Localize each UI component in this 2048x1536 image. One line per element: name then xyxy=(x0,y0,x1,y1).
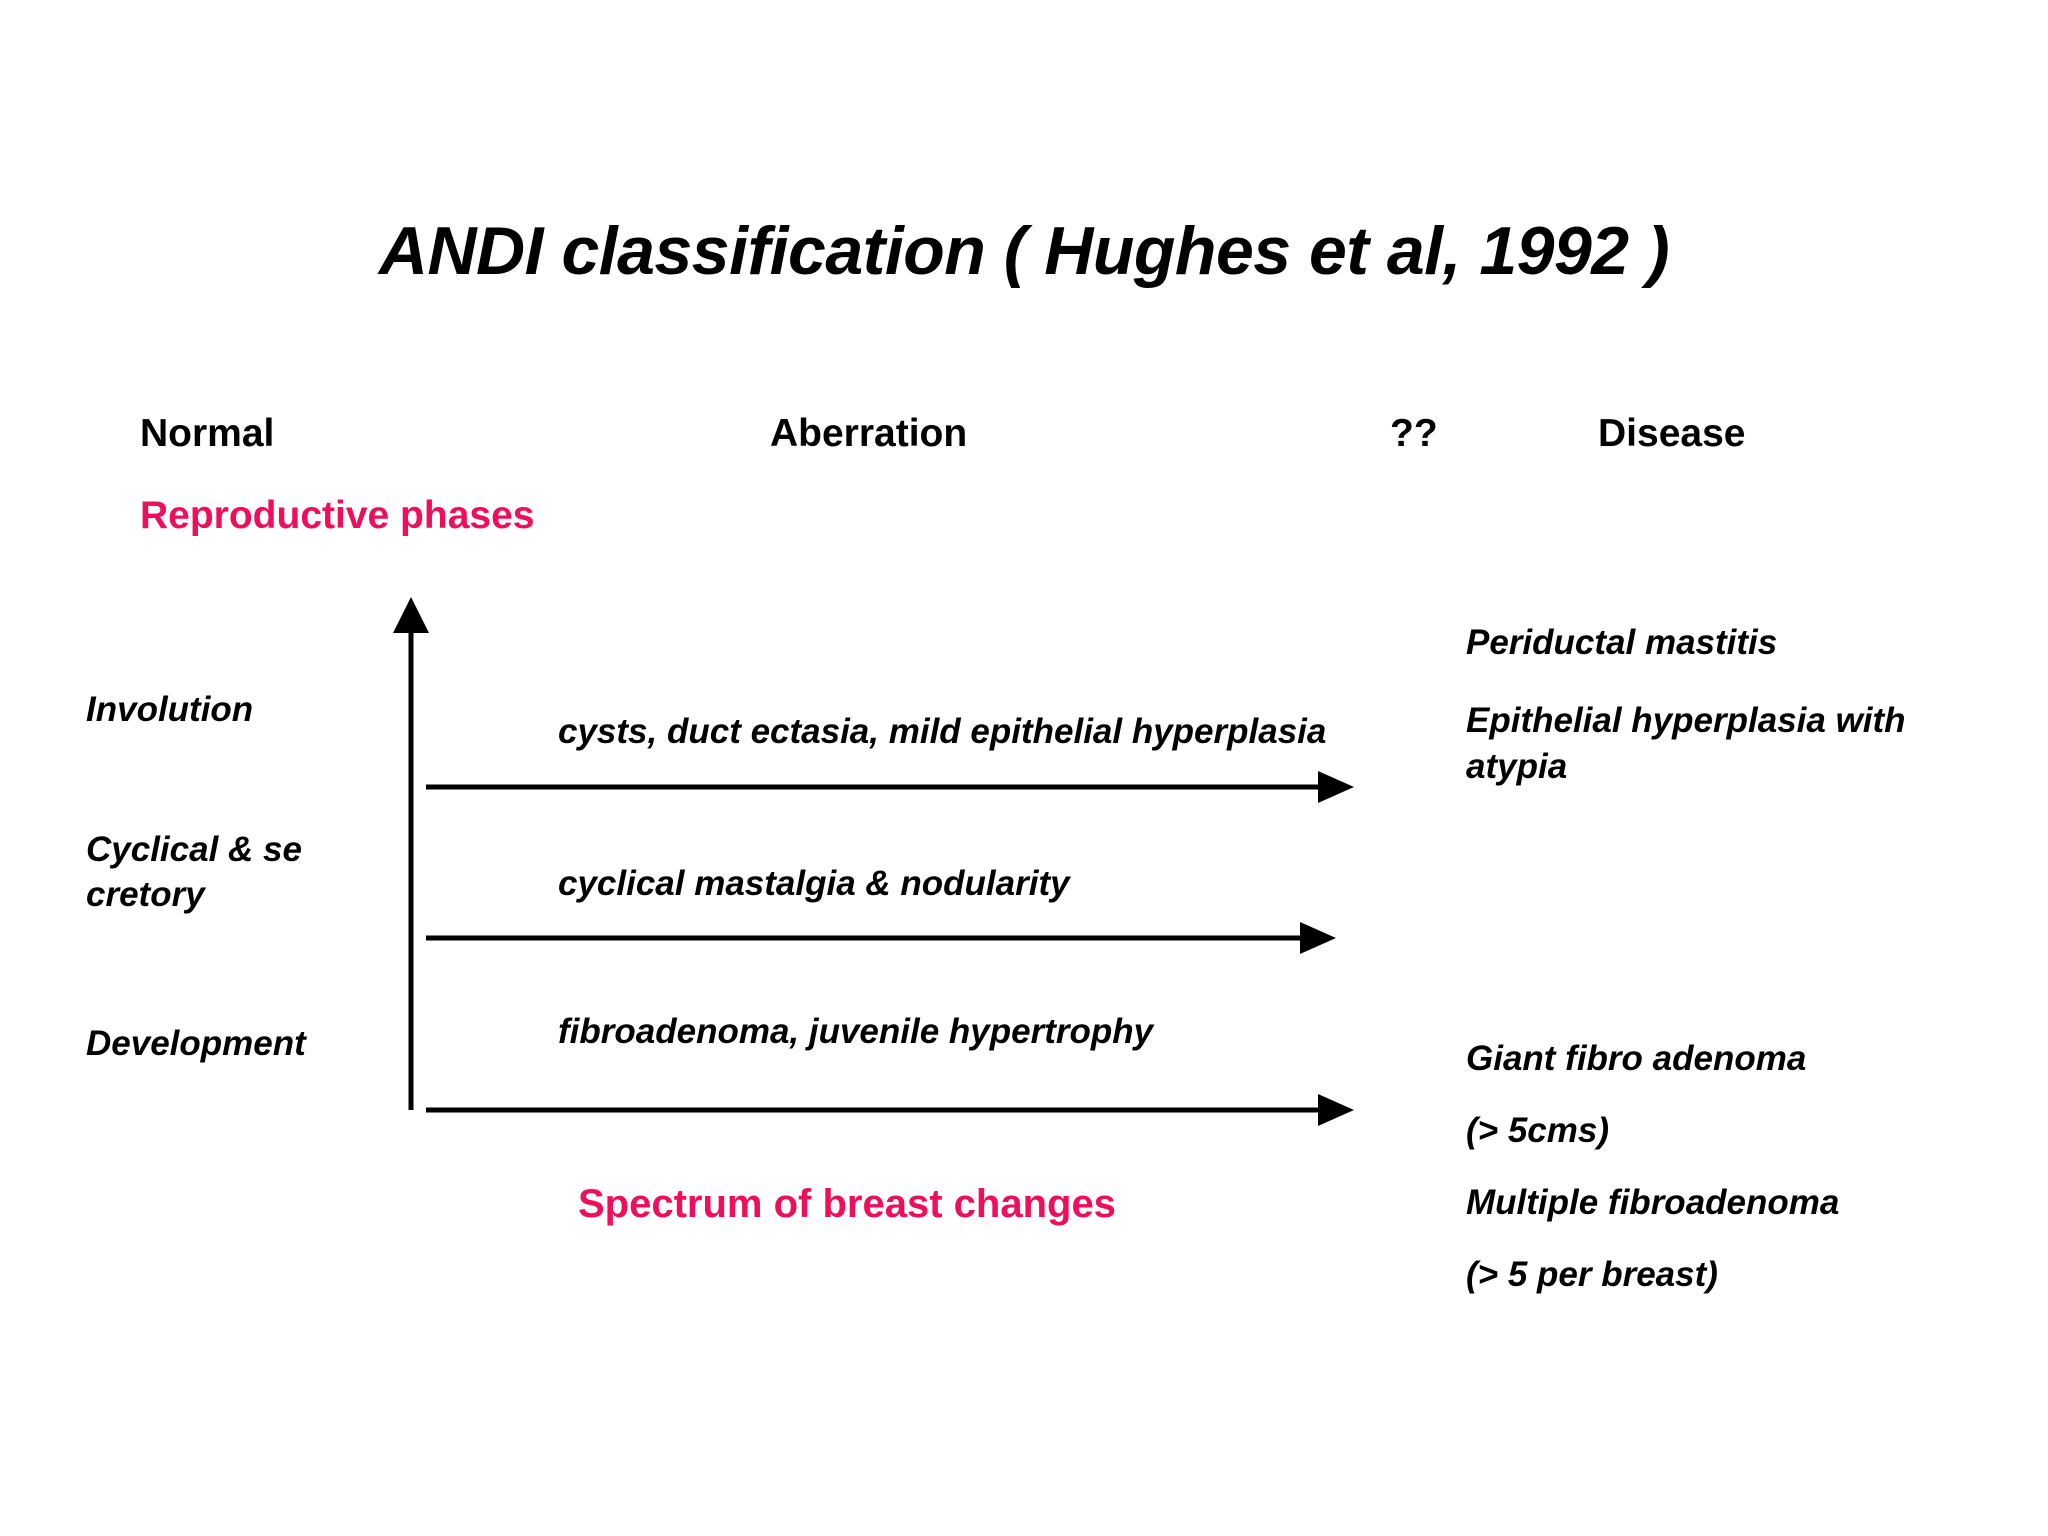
aberration-cyclical: cyclical mastalgia & nodularity xyxy=(558,864,1070,903)
normal-phase-cyclical-line2: cretory xyxy=(86,874,205,914)
column-header-normal: Normal xyxy=(140,412,275,455)
horizontal-arrow-development-icon xyxy=(426,1094,1354,1126)
column-header-aberration: Aberration xyxy=(770,412,968,455)
normal-phase-development: Development xyxy=(86,1024,306,1063)
disease-epithelial-hyperplasia-with-atypia: Epithelial hyperplasia with atypia xyxy=(1466,701,1906,786)
disease-multiple-count-note: (> 5 per breast) xyxy=(1466,1255,1718,1294)
page-title: ANDI classification ( Hughes et al, 1992… xyxy=(378,213,1670,289)
disease-multiple-fibroadenoma: Multiple fibroadenoma xyxy=(1466,1183,1840,1222)
normal-phase-cyclical-secretory: Cyclical & se cretory xyxy=(86,828,386,918)
reproductive-phases-label: Reproductive phases xyxy=(140,494,535,537)
disease-periductal-mastitis: Periductal mastitis xyxy=(1466,623,1778,662)
aberration-involution: cysts, duct ectasia, mild epithelial hyp… xyxy=(558,712,1327,751)
aberration-development: fibroadenoma, juvenile hypertrophy xyxy=(558,1012,1154,1051)
spectrum-of-breast-changes-label: Spectrum of breast changes xyxy=(578,1182,1116,1226)
disease-giant-size-note: (> 5cms) xyxy=(1466,1111,1609,1150)
normal-phase-cyclical-line1: Cyclical & se xyxy=(86,830,302,869)
column-header-disease: Disease xyxy=(1598,412,1746,455)
normal-phase-involution: Involution xyxy=(86,690,254,729)
horizontal-arrow-cyclical-icon xyxy=(426,922,1336,954)
column-header-question: ?? xyxy=(1390,412,1438,455)
vertical-axis-arrow-icon xyxy=(393,597,429,1110)
disease-giant-fibro-adenoma: Giant fibro adenoma xyxy=(1466,1039,1807,1078)
horizontal-arrow-involution-icon xyxy=(426,771,1354,803)
